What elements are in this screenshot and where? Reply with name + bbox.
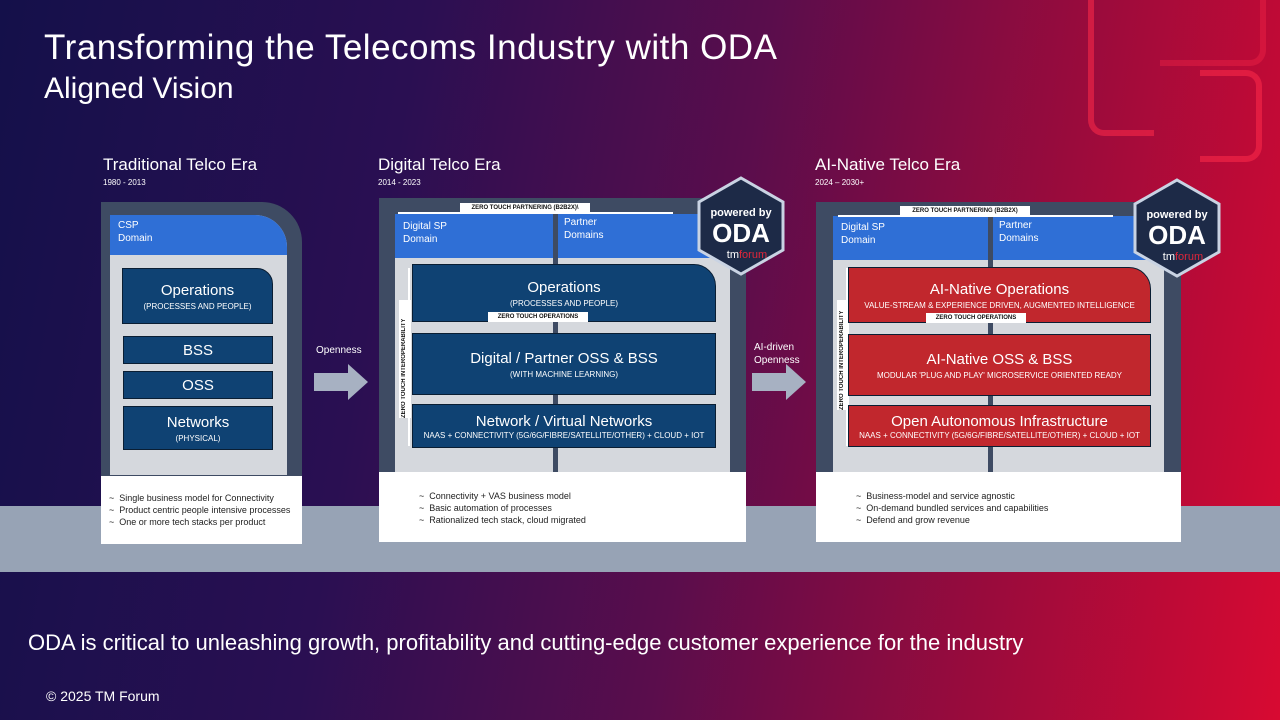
- svg-text:powered by: powered by: [1146, 209, 1208, 221]
- era-years: 2024 – 2030+: [815, 178, 865, 187]
- era-notes: ~ Business-model and service agnostic ~ …: [816, 472, 1181, 542]
- page-title: Transforming the Telecoms Industry with …: [44, 28, 778, 67]
- svg-text:forum: forum: [1175, 251, 1203, 263]
- box-oss: OSS: [123, 371, 273, 399]
- box-ai-oss-bss: AI-Native OSS & BSS MODULAR 'PLUG AND PL…: [848, 334, 1151, 396]
- corner-bracket-icon: [1088, 0, 1154, 136]
- era-label: Digital Telco Era: [378, 155, 501, 174]
- partnering-line: [838, 215, 1113, 217]
- arrow-right-icon: [752, 364, 806, 400]
- corner-bracket-icon: [1160, 0, 1266, 66]
- oda-badge-icon: powered by ODA tm forum: [697, 176, 785, 276]
- svg-text:forum: forum: [739, 249, 767, 261]
- svg-text:powered by: powered by: [710, 207, 772, 219]
- svg-text:tm: tm: [1163, 251, 1175, 263]
- arrow-label: AI-driven Openness: [754, 342, 800, 366]
- zero-touch-interoperability-label: ZERO TOUCH INTEROPERABILITY: [401, 318, 407, 418]
- box-autonomous-infrastructure: Open Autonomous Infrastructure NAAS + CO…: [848, 405, 1151, 447]
- copyright: © 2025 TM Forum: [46, 688, 160, 704]
- era-years: 2014 - 2023: [378, 178, 421, 187]
- box-oss-bss: Digital / Partner OSS & BSS (WITH MACHIN…: [412, 333, 716, 395]
- box-operations: Operations (PROCESSES AND PEOPLE): [122, 268, 273, 324]
- zero-touch-partnering-label: ZERO TOUCH PARTNERING (B2B2X): [900, 206, 1030, 216]
- svg-text:tm: tm: [727, 249, 739, 261]
- zero-touch-interoperability-label: ZERO TOUCH INTEROPERABILITY: [839, 310, 845, 410]
- domain-header-left: Digital SP Domain: [833, 216, 991, 260]
- domain-header: CSP Domain: [110, 215, 287, 255]
- svg-text:ODA: ODA: [1148, 220, 1206, 250]
- era-label: Traditional Telco Era: [103, 155, 258, 174]
- tagline: ODA is critical to unleashing growth, pr…: [28, 630, 1024, 655]
- corner-bracket-icon: [1200, 70, 1262, 162]
- zero-touch-operations-label: ZERO TOUCH OPERATIONS: [926, 313, 1026, 323]
- interoperability-bar: [837, 300, 849, 410]
- zero-touch-operations-label: ZERO TOUCH OPERATIONS: [488, 312, 588, 322]
- arrow-label: Openness: [316, 345, 362, 356]
- partnering-line: [398, 212, 673, 214]
- era-years: 1980 - 2013: [103, 178, 146, 187]
- box-networks: Networks (PHYSICAL): [123, 406, 273, 450]
- domain-header-left: Digital SP Domain: [395, 214, 556, 258]
- era-notes: ~ Connectivity + VAS business model ~ Ba…: [379, 472, 746, 542]
- oda-badge-icon: powered by ODA tm forum: [1133, 178, 1221, 278]
- interoperability-bar: [399, 300, 411, 418]
- box-bss: BSS: [123, 336, 273, 364]
- era-label: AI-Native Telco Era: [815, 155, 961, 174]
- arrow-right-icon: [314, 364, 368, 400]
- era-notes: ~ Single business model for Connectivity…: [101, 476, 302, 544]
- zero-touch-partnering-label: ZERO TOUCH PARTNERING (B2B2X)\: [460, 203, 590, 213]
- page-subtitle: Aligned Vision: [44, 72, 234, 105]
- box-network: Network / Virtual Networks NAAS + CONNEC…: [412, 404, 716, 448]
- svg-text:ODA: ODA: [712, 218, 770, 248]
